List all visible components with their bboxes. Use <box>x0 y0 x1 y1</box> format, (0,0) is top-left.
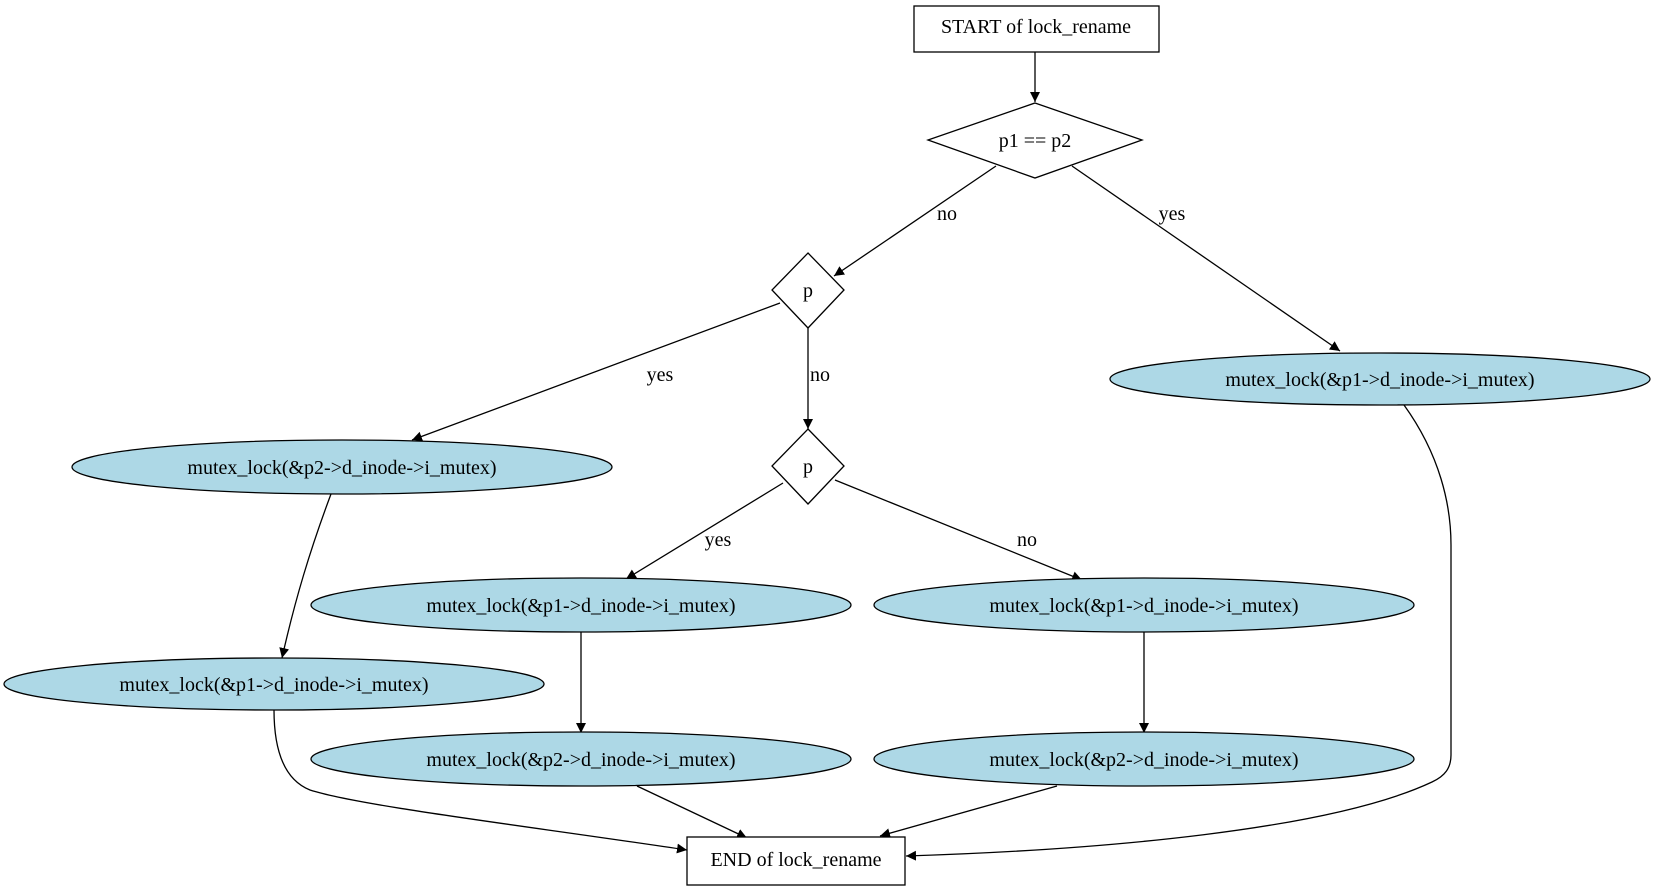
edge-labels: no yes yes no yes no <box>647 203 1186 551</box>
start-label: START of lock_rename <box>941 16 1131 38</box>
edge-n-l2-to-end <box>273 709 688 854</box>
node-mutex-mid-1: mutex_lock(&p1->d_inode->i_mutex) <box>310 577 852 633</box>
edge-d2-yes-to-n-l1 <box>411 302 781 442</box>
decision-label: p1 == p2 <box>999 130 1072 152</box>
decision-diamond <box>771 428 845 505</box>
node-decision-p-1: p <box>771 252 845 329</box>
decision-label: p <box>803 456 813 478</box>
edge-d1-yes-to-n-yes1 <box>1071 165 1341 352</box>
process-label: mutex_lock(&p1->d_inode->i_mutex) <box>1225 369 1534 391</box>
edge-label-d3-no: no <box>1017 529 1037 551</box>
process-label: mutex_lock(&p1->d_inode->i_mutex) <box>119 674 428 696</box>
process-ellipse <box>3 657 545 711</box>
process-ellipse <box>1109 352 1651 406</box>
edge-label-d2-no: no <box>810 364 830 386</box>
node-start: START of lock_rename <box>913 5 1160 53</box>
end-label: END of lock_rename <box>710 849 881 871</box>
decision-label: p <box>803 280 813 302</box>
edge-n-l1-to-n-l2 <box>279 493 332 659</box>
process-label: mutex_lock(&p2->d_inode->i_mutex) <box>426 749 735 771</box>
decision-diamond <box>926 102 1144 179</box>
node-mutex-yes-branch: mutex_lock(&p1->d_inode->i_mutex) <box>1109 352 1651 406</box>
node-mutex-right-2: mutex_lock(&p2->d_inode->i_mutex) <box>873 731 1415 787</box>
edge-n-yes1-to-end <box>905 404 1452 861</box>
end-box <box>686 836 906 886</box>
process-ellipse <box>71 439 613 495</box>
edge-n-r2-to-end <box>879 785 1058 839</box>
process-ellipse <box>873 577 1415 633</box>
node-decision-p-2: p <box>771 428 845 505</box>
edges <box>273 52 1452 861</box>
edge-label-d1-no: no <box>937 203 957 225</box>
node-mutex-right-1: mutex_lock(&p1->d_inode->i_mutex) <box>873 577 1415 633</box>
decision-diamond <box>771 252 845 329</box>
edge-label-d2-yes: yes <box>647 364 674 386</box>
edge-d3-yes-to-n-m1 <box>625 482 784 580</box>
edge-n-m2-to-end <box>636 785 748 839</box>
process-label: mutex_lock(&p1->d_inode->i_mutex) <box>989 595 1298 617</box>
process-ellipse <box>873 731 1415 787</box>
process-label: mutex_lock(&p2->d_inode->i_mutex) <box>187 457 496 479</box>
process-label: mutex_lock(&p1->d_inode->i_mutex) <box>426 595 735 617</box>
node-mutex-left-2: mutex_lock(&p1->d_inode->i_mutex) <box>3 657 545 711</box>
node-mutex-mid-2: mutex_lock(&p2->d_inode->i_mutex) <box>310 731 852 787</box>
start-box <box>913 5 1160 53</box>
edge-label-d1-yes: yes <box>1159 203 1186 225</box>
node-mutex-left-1: mutex_lock(&p2->d_inode->i_mutex) <box>71 439 613 495</box>
edge-d1-no-to-d2 <box>833 165 997 277</box>
process-label: mutex_lock(&p2->d_inode->i_mutex) <box>989 749 1298 771</box>
process-ellipse <box>310 731 852 787</box>
node-end: END of lock_rename <box>686 836 906 886</box>
node-decision-p1-eq-p2: p1 == p2 <box>926 102 1144 179</box>
process-ellipse <box>310 577 852 633</box>
edge-label-d3-yes: yes <box>705 529 732 551</box>
edge-d3-no-to-n-r1 <box>834 479 1083 581</box>
